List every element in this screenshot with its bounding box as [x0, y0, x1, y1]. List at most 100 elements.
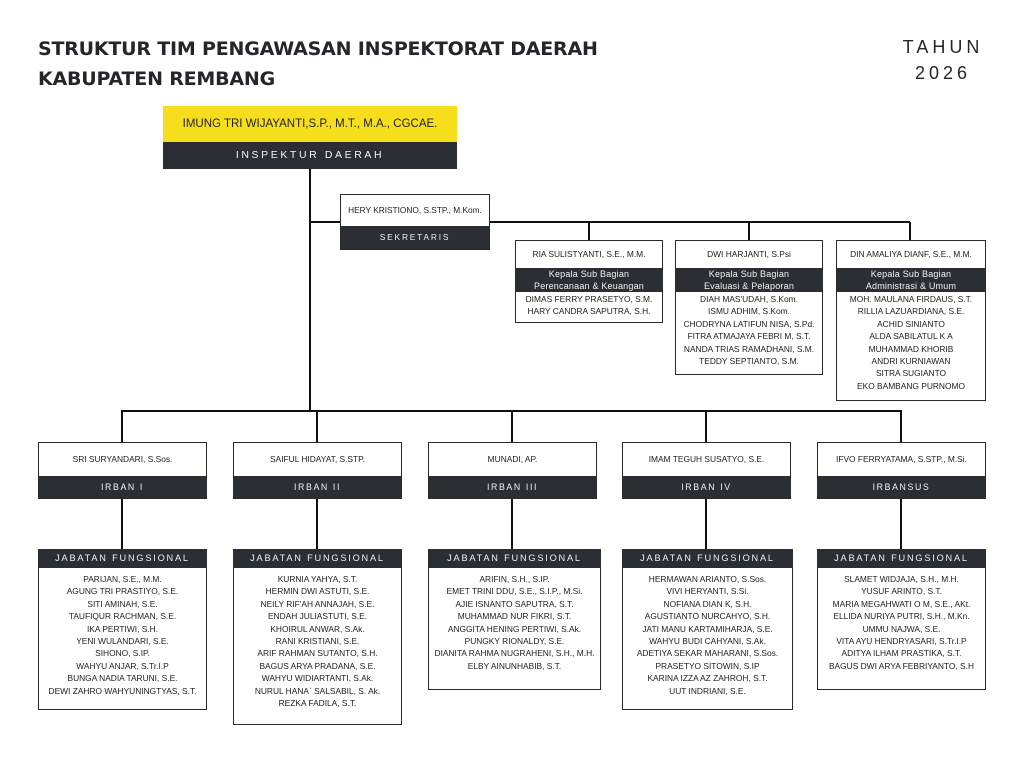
subbag-card-administrasi: DIN AMALIYA DIANF, S.E., M.M. Kepala Sub… [836, 240, 986, 401]
connector-irban-2 [316, 411, 318, 443]
inspektur-position: INSPEKTUR DAERAH [163, 142, 457, 169]
connector-subbag-1 [588, 222, 590, 241]
list-item: TEDDY SEPTIANTO, S.M. [699, 355, 799, 366]
irban-position: IRBAN III [429, 476, 596, 498]
list-item: PRASETYO SITOWIN, S.IP [655, 660, 760, 671]
list-item: HERMAWAN ARIANTO, S.Sos. [648, 574, 767, 584]
year-block: TAHUN 2026 [900, 34, 986, 86]
list-item: BUNGA NADIA TARUNI, S.E. [67, 673, 178, 684]
year-label: TAHUN [902, 37, 984, 57]
subbag-position: Kepala Sub Bagian Administrasi & Umum [837, 268, 985, 292]
subbag-member-list: DIAH MAS'UDAH, S.Kom. ISMU ADHIM, S.Kom.… [676, 292, 822, 367]
irban-position: IRBAN I [39, 476, 206, 498]
connector-sekretaris [310, 221, 340, 223]
subbag-position-line-2: Evaluasi & Pelaporan [703, 281, 795, 291]
list-item: DIMAS FERRY PRASETYO, S.M. [525, 294, 653, 304]
connector-subbag-3 [909, 222, 911, 241]
list-item: WAHYU BUDI CAHYANI, S.Ak. [649, 635, 766, 646]
list-item: VITA AYU HENDRYASARI, S.Tr.I.P [836, 635, 967, 646]
list-item: MOH. MAULANA FIRDAUS, S.T. [849, 294, 973, 304]
subbag-position: Kepala Sub Bagian Evaluasi & Pelaporan [676, 268, 822, 292]
subbag-position-line-2: Perencanaan & Keuangan [534, 281, 644, 291]
irban-name: SAIFUL HIDAYAT, S.STP. [270, 454, 365, 464]
list-item: MUHAMMAD NUR FIKRI, S.T. [457, 611, 572, 622]
connector-irban-1 [121, 411, 123, 443]
page-title: STRUKTUR TIM PENGAWASAN INSPEKTORAT DAER… [38, 34, 598, 94]
list-item: KARINA IZZA AZ ZAHROH, S.T. [647, 673, 768, 684]
list-item: YENI WULANDARI, S.E. [76, 635, 169, 646]
subbag-position: Kepala Sub Bagian Perencanaan & Keuangan [516, 268, 662, 292]
connector-irban-4 [705, 411, 707, 443]
connector-fungsional-3 [511, 498, 513, 550]
list-item: ELLIDA NURIYA PUTRI, S.H., M.Kn. [833, 611, 970, 622]
sekretaris-position: SEKRETARIS [341, 226, 489, 249]
list-item: WAHYU WIDIARTANTI, S.Ak. [261, 673, 374, 684]
irban-name: SRI SURYANDARI, S.Sos. [72, 454, 173, 464]
subbag-card-perencanaan: RIA SULISTYANTI, S.E., M.M. Kepala Sub B… [515, 240, 663, 323]
subbag-card-evaluasi: DWI HARJANTI, S.Psi Kepala Sub Bagian Ev… [675, 240, 823, 375]
list-item: ACHID SINIANTO [877, 318, 945, 329]
list-item: ELBY AINUNHABIB, S.T. [467, 660, 562, 671]
irban-name: IFVO FERRYATAMA, S.STP., M.Si. [836, 454, 967, 464]
list-item: ARIF RAHMAN SUTANTO, S.H. [257, 648, 378, 659]
irban-card-2: SAIFUL HIDAYAT, S.STP. IRBAN II [233, 442, 402, 499]
list-item: SITRA SUGIANTO [875, 368, 947, 379]
list-item: AJIE ISNANTO SAPUTRA, S.T. [455, 598, 574, 609]
list-item: SIHONO, S.IP. [95, 648, 150, 659]
list-item: UMMU NAJWA, S.E. [862, 623, 941, 634]
list-item: AGUSTIANTO NURCAHYO, S.H. [644, 611, 771, 622]
list-item: ARIFIN, S.H., S.IP. [479, 574, 550, 584]
irban-position: IRBAN IV [623, 476, 790, 498]
list-item: DEWI ZAHRO WAHYUNINGTYAS, S.T. [48, 685, 197, 696]
subbag-position-line-1: Kepala Sub Bagian [548, 269, 630, 279]
sekretaris-name: HERY KRISTIONO, S.STP., M.Kom. [348, 205, 482, 215]
list-item: SITI AMINAH, S.E. [87, 598, 158, 609]
list-item: NEILY RIF'AH ANNAJAH, S.E. [260, 598, 375, 609]
list-item: AGUNG TRI PRASTIYO, S.E. [66, 586, 179, 597]
inspektur-name: IMUNG TRI WIJAYANTI,S.P., M.T., M.A., CG… [163, 106, 457, 142]
irban-name: MUNADI, AP. [487, 454, 538, 464]
list-item: ADITYA ILHAM PRASTIKA, S.T. [841, 648, 962, 659]
list-item: NANDA TRIAS RAMADHANI, S.M. [683, 343, 815, 354]
subbag-member-list: DIMAS FERRY PRASETYO, S.M. HARY CANDRA S… [516, 292, 662, 318]
connector-irban-5 [900, 411, 902, 443]
subbag-head-name: RIA SULISTYANTI, S.E., M.M. [532, 249, 646, 259]
list-item: KURNIA YAHYA, S.T. [277, 574, 358, 584]
list-item: ANDRI KURNIAWAN [871, 355, 951, 366]
fungsional-header: JABATAN FUNGSIONAL [233, 549, 402, 568]
fungsional-header: JABATAN FUNGSIONAL [817, 549, 986, 568]
list-item: TAUFIQUR RACHMAN, S.E. [68, 611, 177, 622]
list-item: WAHYU ANJAR, S.Tr.I.P [76, 660, 169, 671]
list-item: ALDA SABILATUL K A [869, 331, 953, 342]
list-item: RILLIA LAZUARDIANA, S.E. [857, 306, 965, 317]
list-item: NURUL HANA` SALSABIL, S. Ak. [254, 685, 381, 696]
list-item: DIAH MAS'UDAH, S.Kom. [700, 294, 798, 304]
connector-fungsional-2 [316, 498, 318, 550]
subbag-position-line-1: Kepala Sub Bagian [870, 269, 952, 279]
connector-fungsional-5 [900, 498, 902, 550]
fungsional-header: JABATAN FUNGSIONAL [428, 549, 601, 568]
list-item: KHOIRUL ANWAR, S.Ak. [270, 623, 365, 634]
connector-subbag-2 [748, 222, 750, 241]
subbag-head-name: DWI HARJANTI, S.Psi [707, 249, 791, 259]
list-item: YUSUF ARINTO, S.T. [861, 586, 942, 597]
fungsional-member-list: PARIJAN, S.E., M.M. AGUNG TRI PRASTIYO, … [38, 568, 207, 710]
year-value: 2026 [914, 63, 972, 83]
list-item: NOFIANA DIAN K, S.H. [663, 598, 752, 609]
list-item: SLAMET WIDJAJA, S.H., M.H. [844, 574, 959, 584]
connector-subbag-horizontal [490, 221, 910, 223]
fungsional-header: JABATAN FUNGSIONAL [622, 549, 793, 568]
connector-fungsional-4 [705, 498, 707, 550]
list-item: PARIJAN, S.E., M.M. [83, 574, 162, 584]
irban-card-4: IMAM TEGUH SUSATYO, S.E. IRBAN IV [622, 442, 791, 499]
list-item: ISMU ADHIM, S.Kom. [708, 306, 790, 317]
list-item: HARY CANDRA SAPUTRA, S.H. [527, 306, 651, 317]
list-item: DIANITA RAHMA NUGRAHENI, S.H., M.H. [434, 648, 595, 659]
irban-name: IMAM TEGUH SUSATYO, S.E. [648, 454, 765, 464]
title-line-1: STRUKTUR TIM PENGAWASAN INSPEKTORAT DAER… [38, 38, 598, 60]
irban-card-5: IFVO FERRYATAMA, S.STP., M.Si. IRBANSUS [817, 442, 986, 499]
list-item: UUT INDRIANI, S.E. [669, 685, 746, 696]
list-item: JATI MANU KARTAMIHARJA, S.E. [642, 623, 773, 634]
fungsional-header: JABATAN FUNGSIONAL [38, 549, 207, 568]
connector-fungsional-1 [121, 498, 123, 550]
